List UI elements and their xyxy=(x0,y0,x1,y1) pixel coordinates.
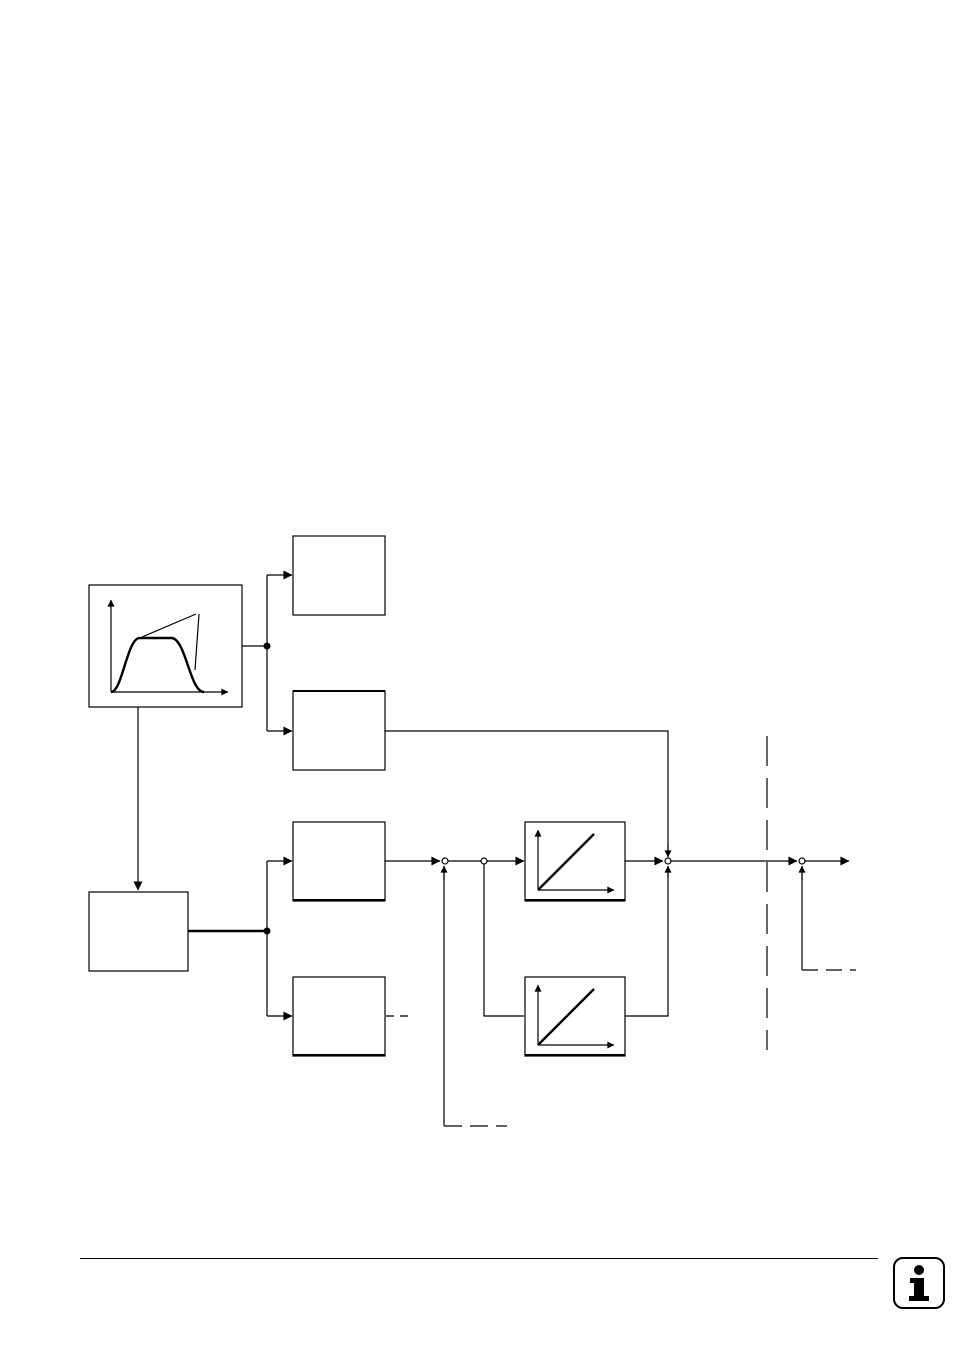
summing-junction-3 xyxy=(798,857,806,865)
profile-generator-block xyxy=(88,584,243,708)
velocity-feedforward-gain-block xyxy=(524,976,626,1057)
profile-callout-line-2 xyxy=(194,613,200,671)
summing-junction-1 xyxy=(441,857,449,865)
branch-dot-upper xyxy=(263,642,271,650)
footer-rule xyxy=(80,1258,878,1259)
setpoint-block xyxy=(292,821,386,902)
velocity-profile-curve xyxy=(110,636,205,694)
branch-dot-lower xyxy=(263,927,271,935)
output-block-top xyxy=(292,535,386,616)
info-badge[interactable] xyxy=(893,1257,945,1309)
proportional-controller-block xyxy=(524,821,626,902)
profile-callout-line xyxy=(141,613,197,638)
branch-node xyxy=(480,857,488,865)
info-icon xyxy=(909,1265,929,1301)
auxiliary-block xyxy=(292,976,386,1057)
summing-junction-2 xyxy=(664,857,672,865)
interpolator-block xyxy=(88,891,189,972)
feedforward-block xyxy=(292,690,386,771)
